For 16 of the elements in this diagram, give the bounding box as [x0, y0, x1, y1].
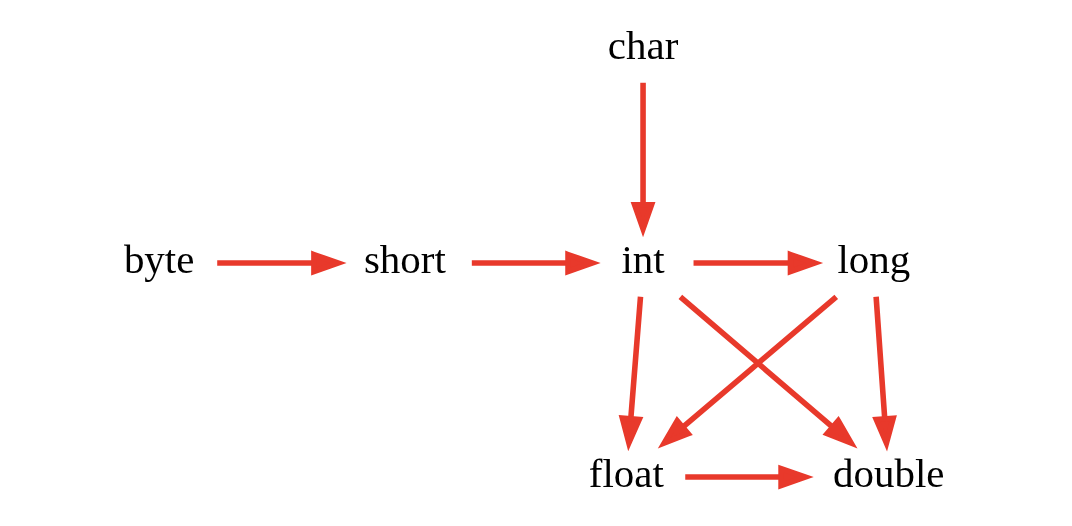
- node-text: char: [607, 23, 678, 69]
- node-text: int: [620, 237, 665, 283]
- node-text: double: [832, 451, 944, 497]
- arrow: [216, 250, 347, 276]
- arrow: [618, 296, 643, 452]
- arrow: [871, 296, 897, 452]
- arrow: [678, 294, 857, 449]
- arrow: [684, 464, 814, 490]
- arrow: [693, 250, 823, 276]
- node-text: short: [363, 237, 446, 283]
- arrow: [471, 250, 601, 276]
- node-text: long: [836, 237, 910, 283]
- arrow: [657, 294, 838, 449]
- node-text: byte: [123, 237, 194, 283]
- node-text: float: [588, 451, 664, 497]
- arrow: [630, 82, 655, 238]
